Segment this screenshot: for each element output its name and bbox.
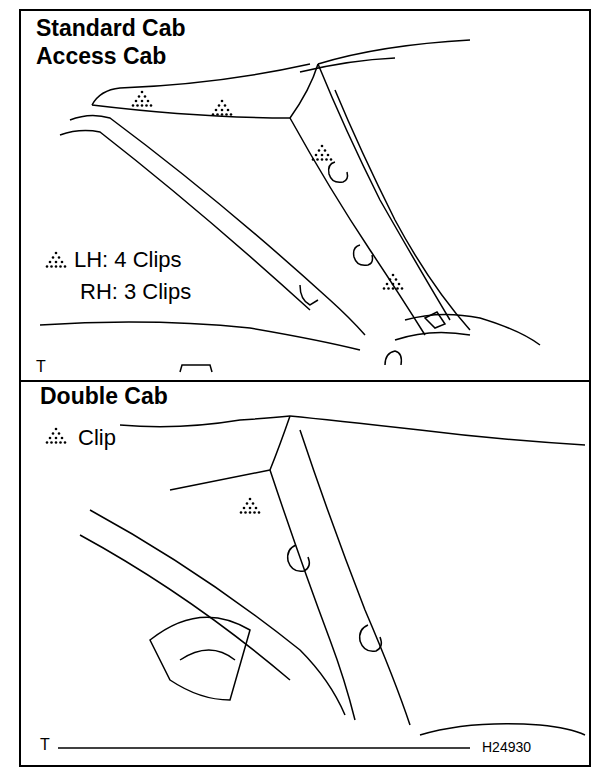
figure-code: H24930 bbox=[482, 740, 531, 755]
baseline bbox=[58, 747, 470, 749]
pillar-drawing bbox=[80, 416, 585, 735]
symbol-legend-text: Clip bbox=[78, 426, 116, 450]
pillar-drawing bbox=[40, 40, 540, 372]
orientation-mark: T bbox=[36, 358, 46, 376]
frame bbox=[20, 10, 590, 766]
clip-count-note: LH: 4 Clips bbox=[74, 248, 182, 272]
divider bbox=[20, 380, 590, 382]
cab-type-heading: Access Cab bbox=[36, 44, 166, 69]
orientation-mark: T bbox=[40, 736, 50, 754]
cab-type-heading: Double Cab bbox=[40, 384, 168, 409]
cab-type-heading: Standard Cab bbox=[36, 16, 186, 41]
clip-count-note: RH: 3 Clips bbox=[80, 280, 191, 304]
